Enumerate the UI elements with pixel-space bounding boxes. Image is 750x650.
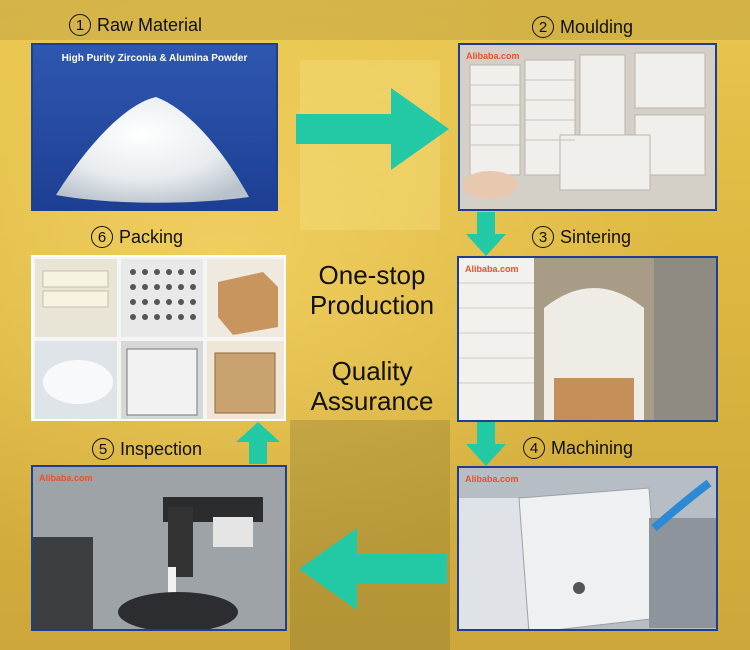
step-6-label: 6 Packing — [91, 226, 183, 248]
arrow-up-to-packing — [236, 422, 280, 464]
center-line-3: Quality — [331, 356, 413, 386]
sintering-image — [459, 258, 716, 420]
bg-band — [0, 0, 750, 40]
step-title: Machining — [551, 437, 634, 458]
step-title: Sintering — [560, 226, 632, 247]
step-number-badge: 4 — [523, 437, 545, 459]
step-number-badge: 5 — [92, 438, 114, 460]
alibaba-logo: Alibaba.com — [466, 51, 520, 61]
alibaba-logo: Alibaba.com — [465, 264, 519, 274]
alibaba-logo: Alibaba.com — [39, 473, 93, 483]
machining-image — [459, 468, 716, 629]
step-3-label: 3 Sintering — [532, 226, 631, 248]
step-number-badge: 3 — [532, 226, 554, 248]
raw-material-photo: High Purity Zirconia & Alumina Powder — [31, 43, 278, 211]
machining-photo: Alibaba.com — [457, 466, 718, 631]
packing-image — [33, 257, 284, 419]
packing-photo — [31, 255, 286, 421]
alibaba-logo: Alibaba.com — [465, 474, 519, 484]
step-number-badge: 2 — [532, 16, 554, 38]
bg-machine-silhouette — [290, 420, 450, 650]
step-title: Moulding — [560, 16, 634, 37]
step-number-badge: 6 — [91, 226, 113, 248]
quality-assurance-text: Quality Assurance — [292, 356, 452, 416]
center-line-2: Production — [309, 290, 435, 320]
step-5-label: 5 Inspection — [92, 438, 202, 460]
center-line-4: Assurance — [310, 386, 434, 416]
step-title: Packing — [119, 226, 184, 247]
powder-caption: High Purity Zirconia & Alumina Powder — [61, 53, 248, 64]
step-1-label: 1 Raw Material — [69, 14, 202, 36]
step-4-label: 4 Machining — [523, 437, 633, 459]
step-2-label: 2 Moulding — [532, 16, 633, 38]
powder-pile-image — [56, 97, 249, 203]
one-stop-production-text: One-stop Production — [292, 260, 452, 320]
step-title: Raw Material — [97, 14, 203, 35]
arrow-left-to-inspection — [299, 528, 447, 610]
sintering-photo: Alibaba.com — [457, 256, 718, 422]
arrow-right-to-moulding — [296, 88, 449, 170]
arrow-down-to-machining — [466, 422, 506, 466]
moulding-image — [460, 45, 715, 209]
inspection-image — [33, 467, 285, 629]
step-title: Inspection — [120, 438, 203, 459]
center-line-1: One-stop — [318, 260, 426, 290]
arrow-down-to-sintering — [466, 212, 506, 256]
step-number-badge: 1 — [69, 14, 91, 36]
moulding-photo: Alibaba.com — [458, 43, 717, 211]
inspection-photo: Alibaba.com — [31, 465, 287, 631]
